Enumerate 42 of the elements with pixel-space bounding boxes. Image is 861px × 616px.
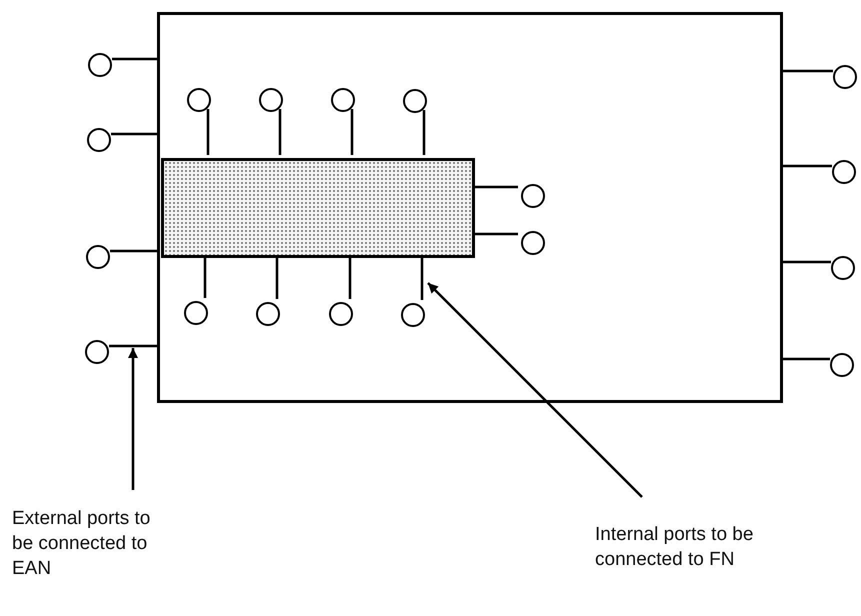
- port-circle: [259, 88, 283, 112]
- port-circle: [831, 256, 855, 280]
- port-circle: [832, 160, 856, 184]
- port-circle: [184, 301, 208, 325]
- port-circle: [521, 231, 545, 255]
- pin-line: [422, 110, 426, 155]
- pin-line: [278, 109, 282, 155]
- leader-arrow: [427, 282, 643, 498]
- port-circle: [86, 245, 110, 269]
- pin-line: [472, 232, 518, 236]
- module-box: [157, 12, 783, 403]
- port-circle: [87, 128, 111, 152]
- pin-line: [350, 109, 354, 155]
- port-circle: [521, 184, 545, 208]
- port-circle: [833, 65, 857, 89]
- port-circle: [88, 53, 112, 77]
- pin-line: [276, 255, 278, 299]
- pin-line: [783, 164, 832, 168]
- pin-line: [420, 255, 424, 300]
- pin-line: [109, 344, 157, 348]
- pin-line: [110, 250, 157, 252]
- port-circle: [331, 88, 355, 112]
- leader-arrow: [128, 348, 138, 490]
- port-circle: [187, 88, 211, 112]
- port-circle: [401, 303, 425, 327]
- pin-line: [472, 186, 518, 188]
- pin-line: [783, 70, 833, 72]
- port-circle: [85, 340, 109, 364]
- port-circle: [403, 89, 427, 113]
- pin-line: [348, 255, 352, 299]
- callout-text: External ports to be connected to EAN: [12, 507, 152, 581]
- shaded-block: [161, 158, 475, 258]
- pin-line: [206, 109, 210, 155]
- pin-line: [783, 358, 830, 360]
- port-circle: [830, 353, 854, 377]
- pin-line: [204, 255, 206, 298]
- port-circle: [256, 302, 280, 326]
- port-circle: [329, 302, 353, 326]
- pin-line: [112, 58, 157, 60]
- pin-line: [783, 260, 831, 264]
- pin-line: [111, 132, 157, 136]
- callout-text: Internal ports to be connected to FN: [595, 523, 754, 572]
